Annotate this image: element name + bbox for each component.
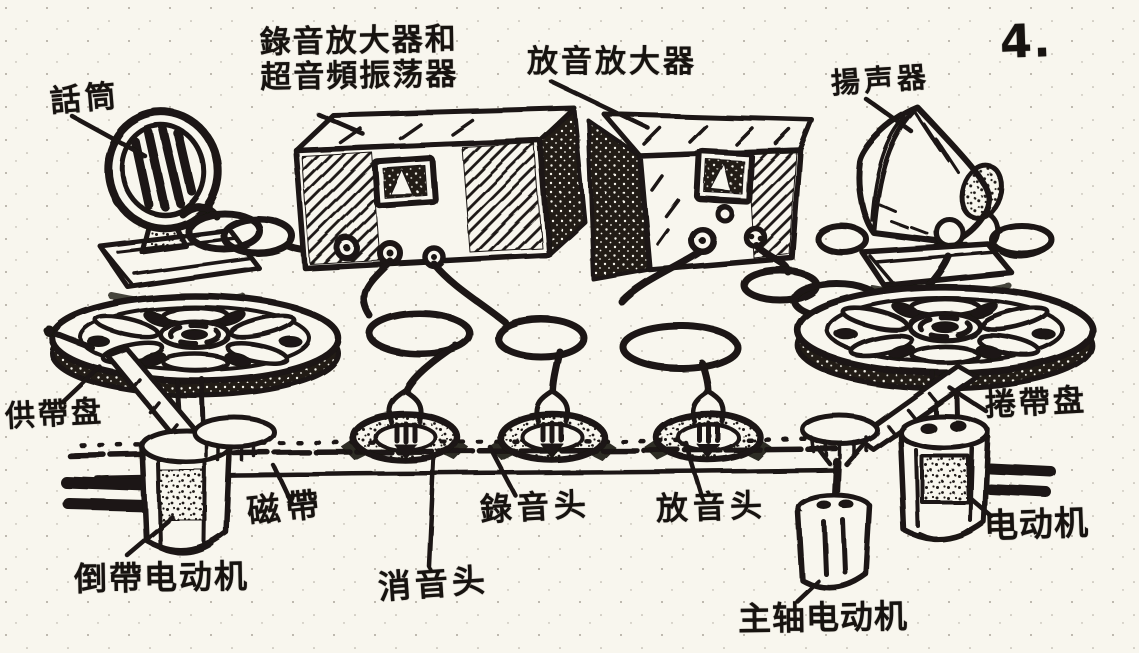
- label-recording-amplifier: 錄音放大器和 超音頻振荡器: [259, 21, 459, 96]
- playback-amplifier-knob: [714, 203, 734, 223]
- leader-supply-reel: [60, 364, 103, 405]
- label-takeup-reel: 捲帶盘: [984, 382, 1088, 424]
- label-record-head: 錄音头: [479, 485, 592, 529]
- label-spindle-motor: 主轴电动机: [737, 596, 909, 639]
- label-recording-amplifier-line1: 錄音放大器和: [259, 21, 458, 61]
- label-erase-head: 消音头: [376, 560, 491, 607]
- leader-playback-head: [683, 440, 705, 499]
- leader-spindle-motor: [794, 578, 821, 604]
- leader-lines: [60, 79, 995, 604]
- playback-amplifier-meter: [693, 147, 755, 205]
- speaker-cable-loop: [815, 223, 869, 255]
- takeup-reel-illustration: [798, 287, 1093, 452]
- leader-erase-head: [426, 455, 437, 569]
- label-microphone: 話筒: [48, 78, 122, 120]
- takeup-motor-illustration: [897, 413, 1056, 543]
- tape-guide-drum: [191, 414, 277, 450]
- leader-recording-amplifier: [315, 111, 365, 136]
- label-playback-amplifier: 放音放大器: [527, 44, 697, 80]
- label-supply-reel: 供帶盘: [4, 394, 105, 435]
- microphone-cable-coil: [178, 203, 315, 257]
- label-rewind-motor: 倒帶电动机: [73, 556, 250, 599]
- label-speaker: 揚声器: [829, 59, 932, 101]
- leader-playback-amplifier: [549, 79, 651, 131]
- speaker-illustration: [815, 105, 1055, 297]
- leader-microphone: [69, 113, 148, 159]
- recording-amplifier-meter: [371, 155, 439, 209]
- tape-strip-to-takeup-reel: [854, 363, 980, 452]
- figure-number: 4.: [999, 13, 1053, 69]
- leader-tape: [271, 463, 295, 507]
- label-recording-amplifier-line2: 超音頻振荡器: [259, 55, 459, 96]
- spindle-motor-illustration: [795, 413, 880, 591]
- label-playback-head: 放音头: [655, 486, 768, 528]
- cable-recording-amp-to-record-head: [430, 260, 588, 397]
- leader-takeup-reel: [947, 385, 989, 414]
- leader-speaker: [863, 96, 915, 135]
- leader-motor: [966, 494, 995, 520]
- recording-amplifier-box: [293, 105, 587, 271]
- label-motor: 电动机: [983, 503, 1090, 547]
- playback-amplifier-box: [586, 111, 815, 282]
- leader-record-head: [487, 444, 519, 499]
- leader-rewind-motor: [124, 514, 175, 558]
- cable-recording-amp-to-erase-head: [360, 257, 474, 397]
